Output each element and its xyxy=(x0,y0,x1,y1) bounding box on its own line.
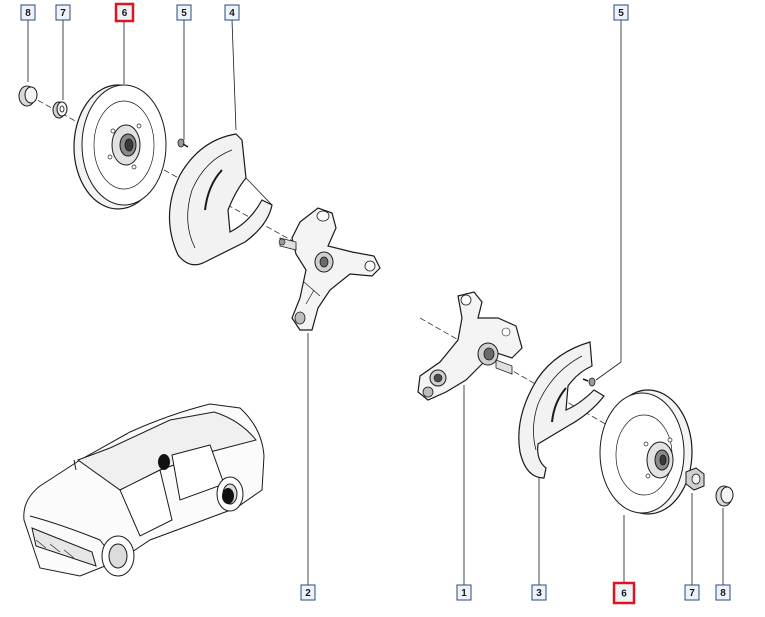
callout-c7-top: 7 xyxy=(55,4,71,21)
callout-c3-bottom: 3 xyxy=(531,584,547,601)
brake-disc-upper xyxy=(73,84,167,210)
callout-box xyxy=(224,4,240,21)
callout-number: 6 xyxy=(621,589,627,600)
callout-c1-bottom: 1 xyxy=(456,584,472,601)
callout-number: 7 xyxy=(689,588,695,599)
dust-cap-upper xyxy=(18,85,38,107)
callout-box xyxy=(612,581,636,605)
screw-upper xyxy=(177,138,189,148)
callout-box xyxy=(531,584,547,601)
backing-plate-upper xyxy=(168,133,273,266)
leader-lines xyxy=(27,19,724,585)
callout-c5-top-right: 5 xyxy=(613,4,629,21)
stub-axle-carrier-lower xyxy=(417,291,523,401)
callout-c6-top: 6 xyxy=(114,2,135,23)
callout-box xyxy=(684,584,700,601)
callout-labels: 8 7 6 5 4 5 2 1 3 6 7 8 xyxy=(20,2,731,605)
location-markers xyxy=(158,454,234,504)
callout-number: 3 xyxy=(536,588,542,599)
callout-number: 1 xyxy=(461,588,467,599)
callout-box xyxy=(715,584,731,601)
callout-number: 7 xyxy=(60,8,66,19)
dust-cap-lower xyxy=(715,485,734,507)
callout-number: 5 xyxy=(618,8,624,19)
callout-number: 8 xyxy=(720,588,726,599)
callout-number: 2 xyxy=(305,588,311,599)
callout-c8-top: 8 xyxy=(20,4,36,21)
stub-axle-carrier-upper xyxy=(278,207,381,331)
callout-number: 5 xyxy=(181,8,187,19)
callout-box xyxy=(20,4,36,21)
callout-box xyxy=(55,4,71,21)
callout-box xyxy=(456,584,472,601)
callout-number: 4 xyxy=(229,8,235,19)
callout-box xyxy=(176,4,192,21)
callout-box xyxy=(300,584,316,601)
callout-c4-top: 4 xyxy=(224,4,240,21)
callout-c2-bottom: 2 xyxy=(300,584,316,601)
callout-c6-bottom: 6 xyxy=(612,581,636,605)
callout-number: 6 xyxy=(122,8,128,19)
car-location-illustration xyxy=(23,403,265,577)
callout-box xyxy=(114,2,135,23)
callout-c8-bottom: 8 xyxy=(715,584,731,601)
hub-nut-lower xyxy=(685,467,705,491)
hub-nut-upper xyxy=(52,101,68,119)
callout-box xyxy=(613,4,629,21)
brake-disc-lower xyxy=(599,389,693,515)
callout-c7-bottom: 7 xyxy=(684,584,700,601)
screw-lower xyxy=(582,377,596,387)
backing-plate-lower xyxy=(518,341,605,479)
callout-c5-top-left: 5 xyxy=(176,4,192,21)
callout-number: 8 xyxy=(25,8,31,19)
